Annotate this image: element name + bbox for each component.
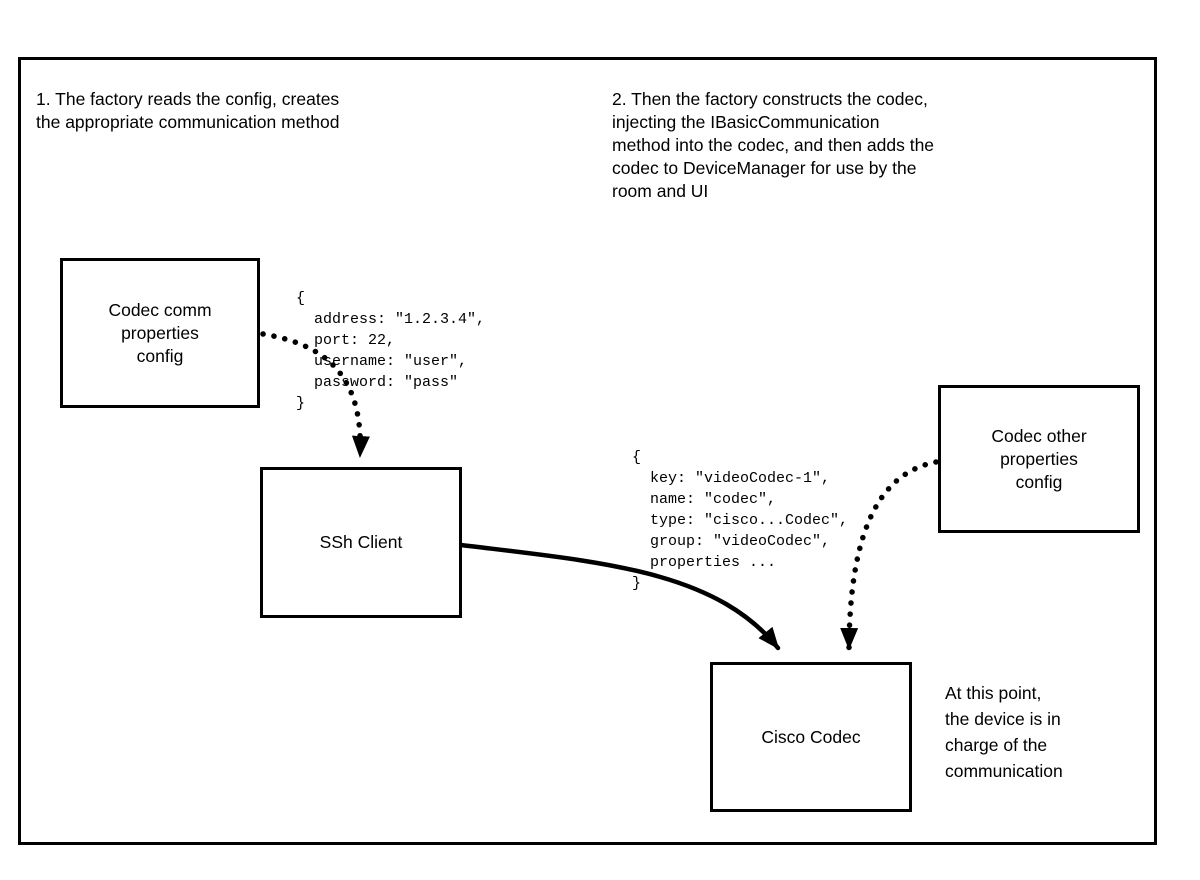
box-codec-comm-config: Codec comm properties config bbox=[60, 258, 260, 408]
box-cisco-codec-label: Cisco Codec bbox=[761, 726, 861, 747]
note-step-2: 2. Then the factory constructs the codec… bbox=[612, 89, 935, 201]
box-ssh-client: SSh Client bbox=[260, 467, 462, 618]
box-codec-other-config: Codec other properties config bbox=[938, 385, 1140, 533]
box-ssh-client-label: SSh Client bbox=[319, 532, 403, 552]
json-codec-config: { key: "videoCodec-1", name: "codec", ty… bbox=[632, 449, 849, 592]
box-cisco-codec: Cisco Codec bbox=[710, 662, 912, 812]
note-step-1: 1. The factory reads the config, creates… bbox=[36, 89, 340, 132]
note-device-in-charge: At this point, the device is in charge o… bbox=[945, 683, 1063, 781]
box-codec-comm-config-label: Codec comm properties config bbox=[108, 299, 212, 366]
json-comm-config: { address: "1.2.3.4", port: 22, username… bbox=[296, 290, 486, 412]
diagram-outer-border bbox=[18, 57, 1157, 845]
box-codec-other-config-label: Codec other properties config bbox=[991, 425, 1087, 492]
